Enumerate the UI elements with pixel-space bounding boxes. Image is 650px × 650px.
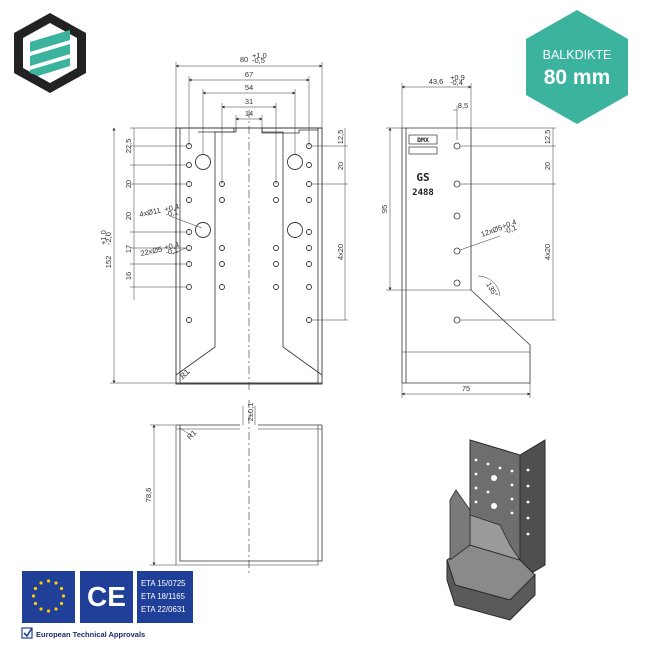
dim-left-16: 16 <box>124 272 133 280</box>
dim-80: 80 <box>240 55 248 64</box>
hole-label-5-tol-lower: -0,1 <box>165 245 180 256</box>
front-view-labels: 80 +1,0 -0,5 67 54 31 14 12,5 20 4x20 22… <box>99 51 345 380</box>
dim-14: 14 <box>245 109 253 118</box>
dim-left-22-5: 22,5 <box>124 139 133 154</box>
check-icon <box>23 627 33 638</box>
approvals-footer-text: European Technical Approvals <box>36 630 145 639</box>
bottom-view <box>150 400 323 575</box>
eu-flag <box>22 571 75 623</box>
approval-2: ETA 18/1165 <box>141 592 186 601</box>
approval-3: ETA 22/0631 <box>141 605 186 614</box>
side-dim-75: 75 <box>462 384 470 393</box>
dim-left-20a: 20 <box>124 180 133 188</box>
bottom-radius: R1 <box>185 428 198 441</box>
side-dim-top-tol-upper: +0,9 <box>450 73 465 82</box>
side-dim-95: 95 <box>380 205 389 213</box>
front-view <box>110 62 348 392</box>
dim-left-20b: 20 <box>124 212 133 220</box>
bottom-height: 78,6 <box>144 488 153 503</box>
hole-label-11: 4xØ11 <box>139 206 162 219</box>
bottom-thickness: 2±0,1 <box>246 403 255 422</box>
ce-mark-text: CE <box>87 581 126 612</box>
dim-67: 67 <box>245 70 253 79</box>
approval-1: ETA 15/0725 <box>141 579 186 588</box>
side-hole-tol-lower: -0,1 <box>503 223 518 236</box>
brand-logo <box>14 13 86 93</box>
side-dim-small: 8,5 <box>458 101 468 110</box>
approvals-footer: European Technical Approvals <box>21 627 145 639</box>
hole-label-5: 22xØ5 <box>140 245 163 258</box>
hole-label-11-tol-upper: +0,4 <box>164 202 180 214</box>
hole-label-5-tol-upper: +0,4 <box>164 240 180 252</box>
bottom-view-labels: 2±0,1 R1 78,6 <box>144 403 255 503</box>
dim-height-152: 152 <box>104 256 113 269</box>
side-stamp-number: 2488 <box>412 188 434 198</box>
side-hole-label: 12xØ5 <box>480 223 504 239</box>
dim-31: 31 <box>245 97 253 106</box>
dim-left-17: 17 <box>124 245 133 253</box>
side-dim-right-4x20: 4x20 <box>543 244 552 260</box>
side-dim-top: 43,6 <box>429 77 444 86</box>
dim-height-tol-lower: -2,0 <box>104 232 113 245</box>
badge-title: BALKDIKTE <box>543 48 612 62</box>
side-dim-top-tol-lower: -0,4 <box>450 78 463 87</box>
beam-width-badge: BALKDIKTE 80 mm <box>526 10 628 124</box>
dim-80-tol-upper: +1,0 <box>252 51 267 60</box>
side-dim-right-20: 20 <box>543 162 552 170</box>
dim-54: 54 <box>245 83 253 92</box>
approvals-box: ETA 15/0725 ETA 18/1165 ETA 22/0631 <box>137 571 193 623</box>
side-dim-right-12-5: 12,5 <box>543 130 552 145</box>
check-box-icon <box>21 627 33 639</box>
badge-value: 80 mm <box>544 66 611 89</box>
dim-right-20: 20 <box>336 162 345 170</box>
front-holes <box>186 143 312 323</box>
dim-right-4x20: 4x20 <box>336 244 345 260</box>
stamp-logo-mark: DMX <box>417 136 429 144</box>
dim-right-12-5: 12,5 <box>336 130 345 145</box>
side-angle-label: 135° <box>484 281 500 299</box>
hole-label-11-tol-lower: -0,1 <box>165 207 180 218</box>
product-render <box>446 439 546 621</box>
dim-height-tol-upper: +1,0 <box>99 230 108 245</box>
side-view <box>386 83 556 398</box>
ce-mark: CE <box>80 571 133 623</box>
side-stamp-gs: GS <box>416 171 429 184</box>
dim-80-tol-lower: -0,5 <box>252 56 265 65</box>
